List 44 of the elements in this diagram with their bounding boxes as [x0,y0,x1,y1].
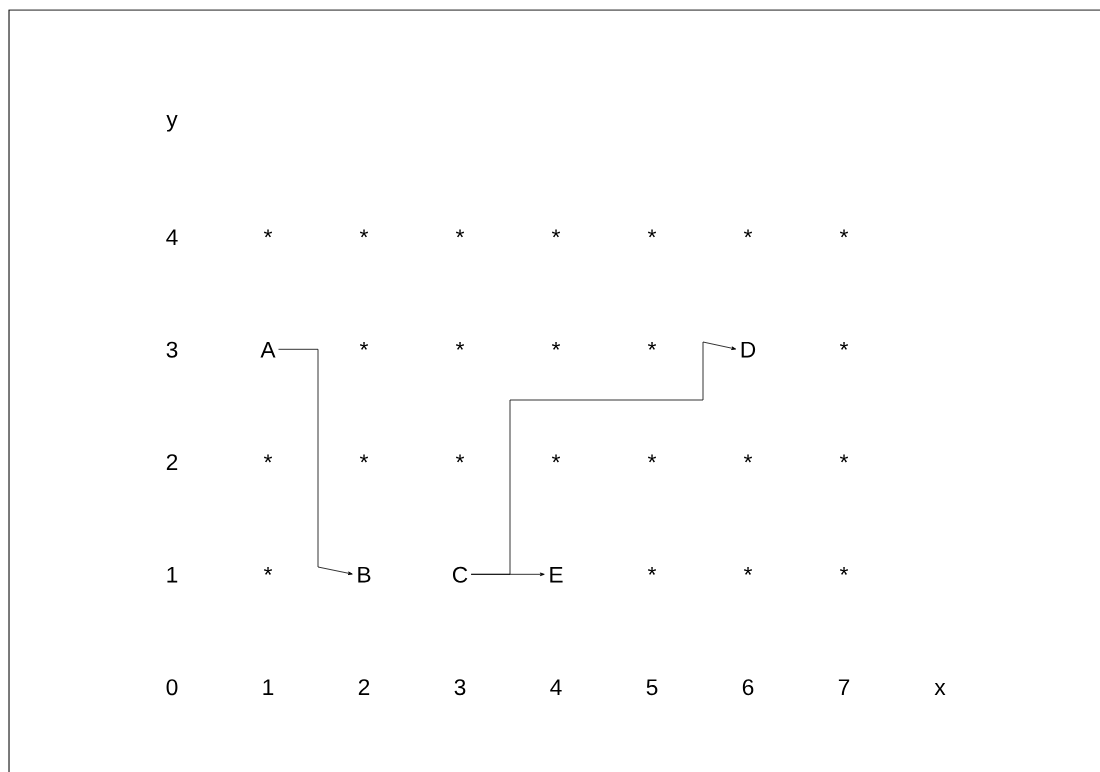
point-letter: A [260,341,276,358]
grid-label: * [647,341,657,350]
grid-label: 5 [646,679,658,696]
grid-label: 6 [742,679,754,696]
grid-label: * [359,454,369,463]
grid-label: * [743,566,753,575]
grid-label: * [455,454,465,463]
grid-label: * [839,229,849,238]
grid-label: 1 [263,679,274,695]
grid-label: y [166,114,178,132]
point-letter: D [741,341,756,358]
grid-label: x [934,683,946,695]
grid-label: 4 [550,679,562,695]
grid-label: 2 [358,679,370,695]
grid-label: 3 [454,679,466,696]
grid-label: * [647,229,657,238]
grid-label: * [743,229,753,238]
grid-label: * [551,341,561,350]
grid-label: * [359,341,369,350]
grid-label: * [263,454,273,463]
grid-label: * [551,454,561,463]
grid-label: * [839,341,849,350]
point-letter: E [550,566,563,583]
grid-label: * [839,566,849,575]
grid-label: 3 [166,341,178,358]
grid-label: 7 [838,679,850,695]
grid-label: 0 [166,679,178,696]
grid-label: * [263,229,273,238]
grid-label: * [455,341,465,350]
grid-label: * [263,566,273,575]
arrow [278,348,353,575]
point-letter: C [452,566,468,583]
grid-label: * [551,229,561,238]
grid-label: * [647,566,657,575]
grid-label: 1 [167,566,178,583]
grid-label: * [359,229,369,238]
arrow [470,341,737,575]
grid-label: * [647,454,657,463]
grid-label: 4 [166,229,178,245]
grid-label: * [839,454,849,463]
point-letter: B [358,566,371,583]
grid-label: * [455,229,465,238]
grid-label: * [743,454,753,463]
grid-label: 2 [166,454,178,470]
